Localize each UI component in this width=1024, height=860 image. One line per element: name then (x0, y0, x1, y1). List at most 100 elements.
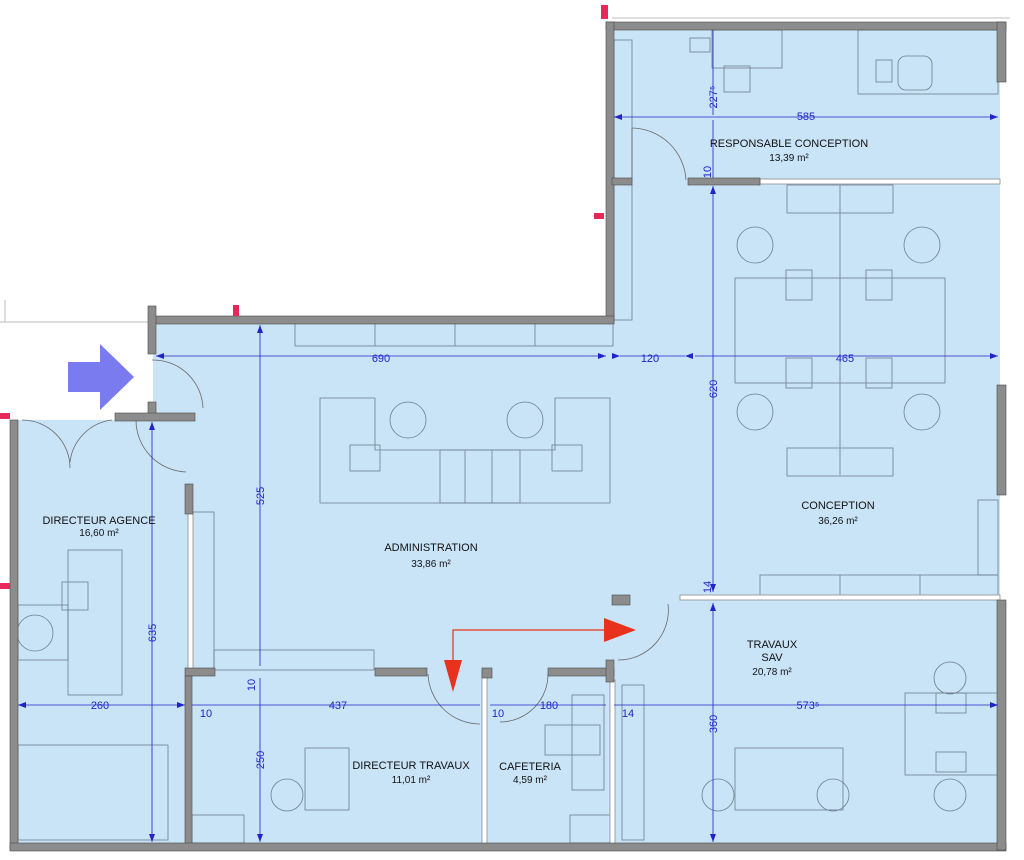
dim-10-cafe: 10 (492, 708, 504, 720)
chair (270, 778, 304, 812)
wall-marker (601, 5, 608, 19)
dim-10-wall: 10 (200, 708, 212, 720)
dim-525: 525 (255, 487, 267, 505)
wall (611, 594, 631, 606)
monitor (61, 581, 89, 611)
room-area: 36,26 m² (818, 516, 858, 527)
chair (903, 393, 941, 431)
wall (996, 599, 1007, 851)
monitor (865, 357, 893, 389)
furniture (16, 29, 999, 844)
door-swing (151, 359, 204, 409)
wall (114, 412, 196, 422)
dim-250: 250 (255, 751, 267, 769)
door-swing (21, 419, 71, 469)
wall (611, 177, 633, 186)
wall (149, 315, 615, 325)
kitchen-unit (544, 724, 601, 756)
wall (687, 177, 761, 186)
dim-180: 180 (540, 700, 558, 712)
dim-260: 260 (91, 700, 109, 712)
entrance-arrow-icon (68, 344, 134, 410)
monitor (785, 357, 813, 389)
door-swing (135, 419, 187, 473)
room-name: CONCEPTION (801, 500, 874, 512)
wall (605, 659, 615, 683)
monitor (785, 269, 813, 301)
wall (547, 667, 615, 677)
room-name: CAFETERIA (499, 761, 561, 773)
wall-marker (594, 213, 604, 219)
chair (897, 55, 933, 91)
wall (481, 667, 493, 679)
glass-partition (481, 669, 488, 846)
cabinet-right (977, 499, 999, 576)
wall (184, 483, 194, 515)
room-area: 33,86 m² (411, 559, 451, 570)
room-name: RESPONSABLE CONCEPTION (710, 138, 868, 150)
wall (9, 419, 19, 851)
door-swing (69, 419, 113, 463)
wall (374, 667, 428, 677)
door-swings (21, 127, 687, 725)
outside-lines (0, 17, 1010, 323)
monitor (689, 37, 711, 53)
circulation-arrow-icon (444, 618, 636, 692)
walls (9, 21, 1007, 852)
floor-director-agence (14, 420, 190, 845)
glass-partition (679, 594, 1001, 601)
wall-marker (0, 413, 10, 419)
admin-desk (319, 397, 611, 504)
dimension-ticks (18, 114, 998, 842)
desk (304, 747, 350, 811)
desk-top (786, 184, 894, 214)
desk-return (723, 65, 751, 93)
dim-585: 585 (797, 111, 815, 123)
door-swing (499, 673, 549, 723)
floor-admin (153, 320, 613, 670)
room-name: DIRECTEUR TRAVAUX (352, 760, 470, 772)
monitor (865, 269, 893, 301)
floor-upper-right (612, 28, 1000, 598)
dim-635: 635 (147, 624, 159, 642)
monitor (935, 692, 967, 714)
wardrobe (621, 684, 645, 841)
wall (605, 21, 615, 323)
floor-travaux (612, 598, 1000, 845)
floor-bottom-middle (190, 670, 615, 845)
wall-markers (0, 5, 608, 589)
chair (816, 778, 850, 812)
floor-areas (14, 28, 1000, 845)
cabinet-strip (213, 649, 375, 671)
wall (147, 305, 157, 355)
dim-620: 620 (708, 380, 720, 398)
door-swing (631, 127, 687, 181)
glass-partition (759, 178, 1001, 185)
dim-120: 120 (641, 353, 659, 365)
wall (184, 675, 193, 847)
admin-desk-center (439, 449, 521, 504)
chair (903, 226, 941, 264)
chair (875, 59, 893, 83)
room-area: 20,78 m² (752, 667, 792, 678)
dim-10-vert: 10 (246, 679, 258, 691)
room-area: 13,39 m² (769, 153, 809, 164)
dim-360: 360 (708, 715, 720, 733)
wall (9, 842, 1007, 852)
dimension-labels: 690 120 465 585 227⁵ 10 620 14 360 525 1… (91, 86, 854, 770)
wall (996, 21, 1007, 83)
dim-14-horiz: 14 (622, 708, 634, 720)
room-labels: RESPONSABLE CONCEPTION 13,39 m² CONCEPTI… (42, 138, 874, 786)
dimension-lines (18, 30, 998, 842)
dim-465: 465 (836, 353, 854, 365)
room-area: 4,59 m² (513, 775, 548, 786)
wall (184, 667, 216, 677)
desk (734, 747, 844, 811)
chair (933, 661, 967, 695)
dim-690: 690 (372, 353, 390, 365)
room-name: TRAVAUX (747, 639, 798, 651)
chair (701, 778, 735, 812)
wall (605, 21, 1007, 31)
monitor (551, 444, 583, 472)
